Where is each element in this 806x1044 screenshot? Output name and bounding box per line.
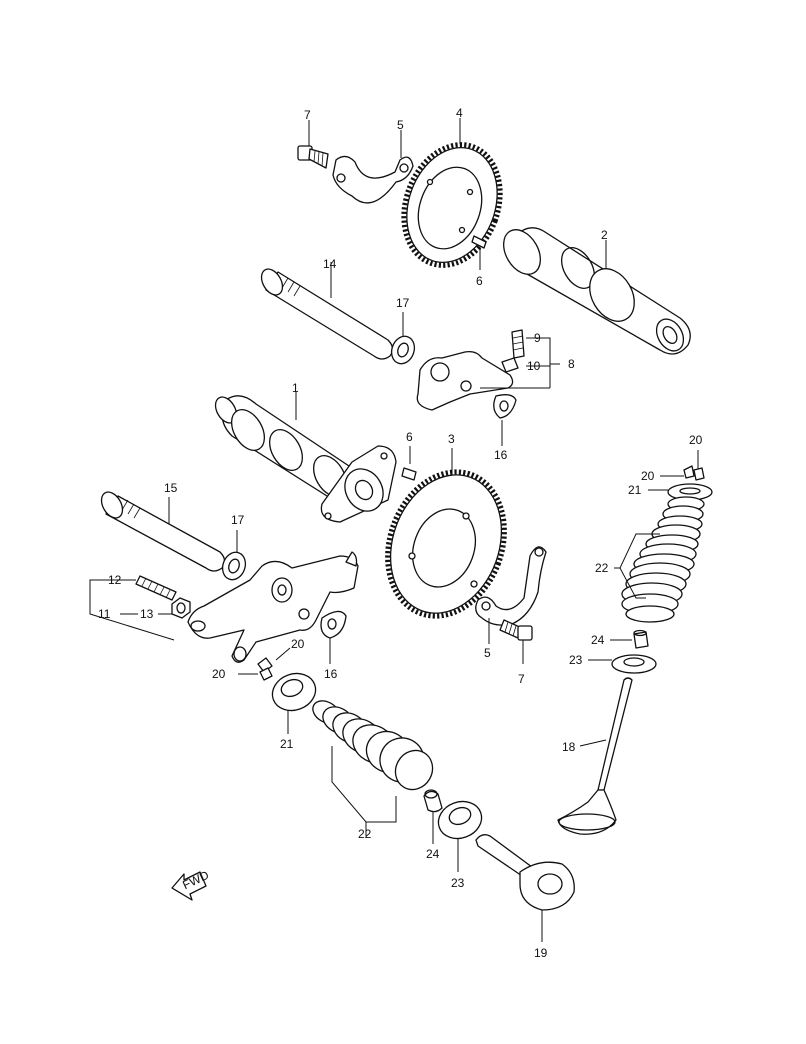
cam-sprocket-3 (385, 448, 507, 619)
nut-13 (171, 597, 191, 619)
label-18: 18 (562, 740, 576, 754)
valve-springs-22-left (312, 700, 434, 836)
camshaft-1 (214, 392, 397, 523)
label-22-l: 22 (358, 827, 372, 841)
rocker-shaft-15 (100, 491, 226, 572)
label-20-r2: 20 (641, 469, 655, 483)
cotters-20-left (238, 647, 291, 681)
label-21-r: 21 (628, 483, 642, 497)
label-20-r1: 20 (689, 433, 703, 447)
washer-16-top (493, 394, 517, 446)
cam-sprocket-4-top (401, 118, 503, 268)
valve-springs-22-right (614, 496, 705, 623)
label-23-r: 23 (569, 653, 583, 667)
label-11: 11 (98, 607, 111, 621)
label-8: 8 (568, 357, 575, 371)
label-6-mid: 6 (406, 430, 413, 444)
label-9: 9 (534, 331, 541, 345)
washer-16-mid (320, 610, 347, 664)
label-23-l: 23 (451, 876, 465, 890)
label-21-l: 21 (280, 737, 294, 751)
bolt-7-mid (499, 619, 533, 664)
label-5-mid: 5 (484, 646, 491, 660)
spring-retainer-21-left (271, 672, 317, 734)
pin-6-top (471, 235, 487, 270)
label-1: 1 (292, 381, 299, 395)
valve-stem-seal-24-right (610, 629, 649, 649)
label-5-top: 5 (397, 118, 404, 132)
fwd-arrow-icon: FWD (171, 868, 211, 901)
label-6-top: 6 (476, 274, 483, 288)
label-16-top: 16 (494, 448, 508, 462)
rocker-arm-11 (187, 551, 359, 663)
plate-5-mid (475, 546, 547, 644)
bolt-7-top (297, 120, 329, 169)
label-7-top: 7 (304, 108, 311, 122)
label-3: 3 (448, 432, 455, 446)
bracket-11-lines (89, 579, 175, 641)
label-19: 19 (534, 946, 548, 960)
spring-seat-23-left (437, 800, 483, 872)
label-20-l2: 20 (212, 667, 226, 681)
plate-5-top (332, 130, 414, 204)
camshaft-2 (503, 227, 691, 355)
label-4: 4 (456, 106, 463, 120)
washer-17-mid (221, 530, 247, 581)
part-labels: 7 5 4 2 6 14 17 9 10 8 16 1 6 3 20 20 21… (98, 106, 703, 960)
valve-stem-seal-24-left (423, 789, 443, 844)
rocker-arm-8 (416, 329, 560, 411)
adjust-screw-12 (135, 575, 177, 601)
valve-19 (475, 834, 575, 942)
label-2: 2 (601, 228, 608, 242)
label-10: 10 (527, 359, 541, 373)
label-20-l1: 20 (291, 637, 305, 651)
label-12: 12 (108, 573, 122, 587)
cotters-20-right (660, 450, 705, 481)
label-15: 15 (164, 481, 178, 495)
pin-6-mid (401, 446, 417, 481)
rocker-shaft-14 (260, 262, 394, 360)
label-24-l: 24 (426, 847, 440, 861)
label-14: 14 (323, 257, 337, 271)
valve-18 (557, 677, 633, 835)
label-22-r: 22 (595, 561, 609, 575)
label-24-r: 24 (591, 633, 605, 647)
washer-17-top (390, 312, 416, 365)
label-16-mid: 16 (324, 667, 338, 681)
label-17-top: 17 (396, 296, 410, 310)
label-13: 13 (140, 607, 154, 621)
label-7-mid: 7 (518, 672, 525, 686)
spring-seat-23-right (588, 654, 657, 674)
label-17-mid: 17 (231, 513, 245, 527)
